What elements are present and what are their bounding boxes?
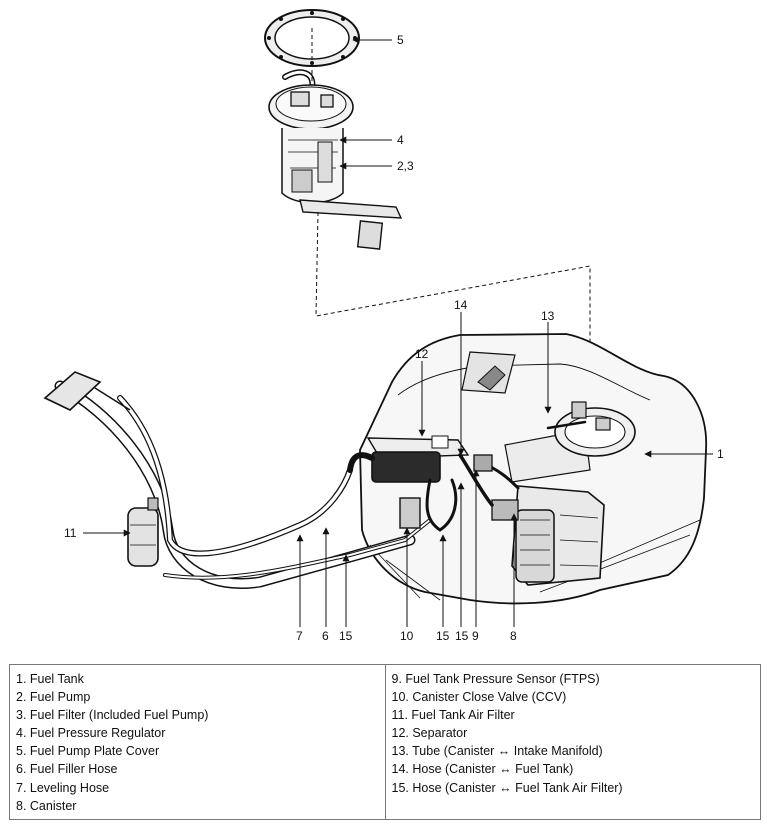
legend-item: 13. Tube (Canister ↔ Intake Manifold) — [391, 744, 603, 759]
callout-4: 4 — [397, 133, 404, 147]
legend-item: 10. Canister Close Valve (CCV) — [391, 690, 567, 705]
assembly-guide-lines — [311, 28, 591, 400]
legend-item: 9. Fuel Tank Pressure Sensor (FTPS) — [391, 672, 600, 686]
legend-item: 4. Fuel Pressure Regulator — [16, 726, 166, 741]
parts-legend-table: 1. Fuel Tank 2. Fuel Pump 3. Fuel Filter… — [9, 664, 761, 820]
fuel-tank — [359, 333, 708, 605]
callout-6: 6 — [322, 629, 329, 643]
callout-15: 15 — [436, 629, 450, 643]
callout-1: 1 — [717, 447, 724, 461]
fuel-system-diagram: 5 4 2,3 14 13 12 1 11 7 6 15 10 15 15 9 … — [43, 9, 724, 643]
canister — [491, 485, 605, 586]
callout-11: 11 — [64, 526, 77, 540]
legend-item: 1. Fuel Tank — [16, 672, 84, 686]
hose-network — [54, 380, 587, 589]
callout-5: 5 — [397, 33, 404, 47]
callout-8: 8 — [510, 629, 517, 643]
legend-item: 8. Canister — [16, 798, 77, 813]
legend-item: 7. Leveling Hose — [16, 780, 110, 795]
legend-column-left: 1. Fuel Tank 2. Fuel Pump 3. Fuel Filter… — [10, 665, 386, 819]
callout-15: 15 — [455, 629, 469, 643]
legend-item: 5. Fuel Pump Plate Cover — [16, 744, 160, 759]
callout-14: 14 — [454, 298, 468, 312]
callout-2-3: 2,3 — [397, 159, 414, 173]
legend-column-right: 9. Fuel Tank Pressure Sensor (FTPS) 10. … — [386, 665, 761, 819]
fuel-tank-air-filter — [127, 497, 159, 567]
legend-item: 6. Fuel Filler Hose — [16, 762, 118, 777]
callout-15: 15 — [339, 629, 353, 643]
callout-9: 9 — [472, 629, 479, 643]
legend-item: 2. Fuel Pump — [16, 690, 91, 705]
callout-7: 7 — [296, 629, 303, 643]
fuel-pump-module — [268, 69, 403, 250]
callout-13: 13 — [541, 309, 555, 323]
leader-lines — [83, 36, 713, 627]
legend-item: 3. Fuel Filter (Included Fuel Pump) — [16, 708, 209, 723]
legend-item: 11. Fuel Tank Air Filter — [391, 708, 515, 723]
callout-10: 10 — [400, 629, 414, 643]
separator — [366, 435, 470, 483]
callout-labels: 5 4 2,3 14 13 12 1 11 7 6 15 10 15 15 9 … — [64, 33, 724, 643]
legend-item: 15. Hose (Canister ↔ Fuel Tank Air Filte… — [391, 780, 623, 795]
legend-item: 14. Hose (Canister ↔ Fuel Tank) — [391, 762, 574, 777]
callout-12: 12 — [415, 347, 429, 361]
fuel-filler-neck — [43, 371, 131, 411]
legend-item: 12. Separator — [391, 726, 468, 741]
